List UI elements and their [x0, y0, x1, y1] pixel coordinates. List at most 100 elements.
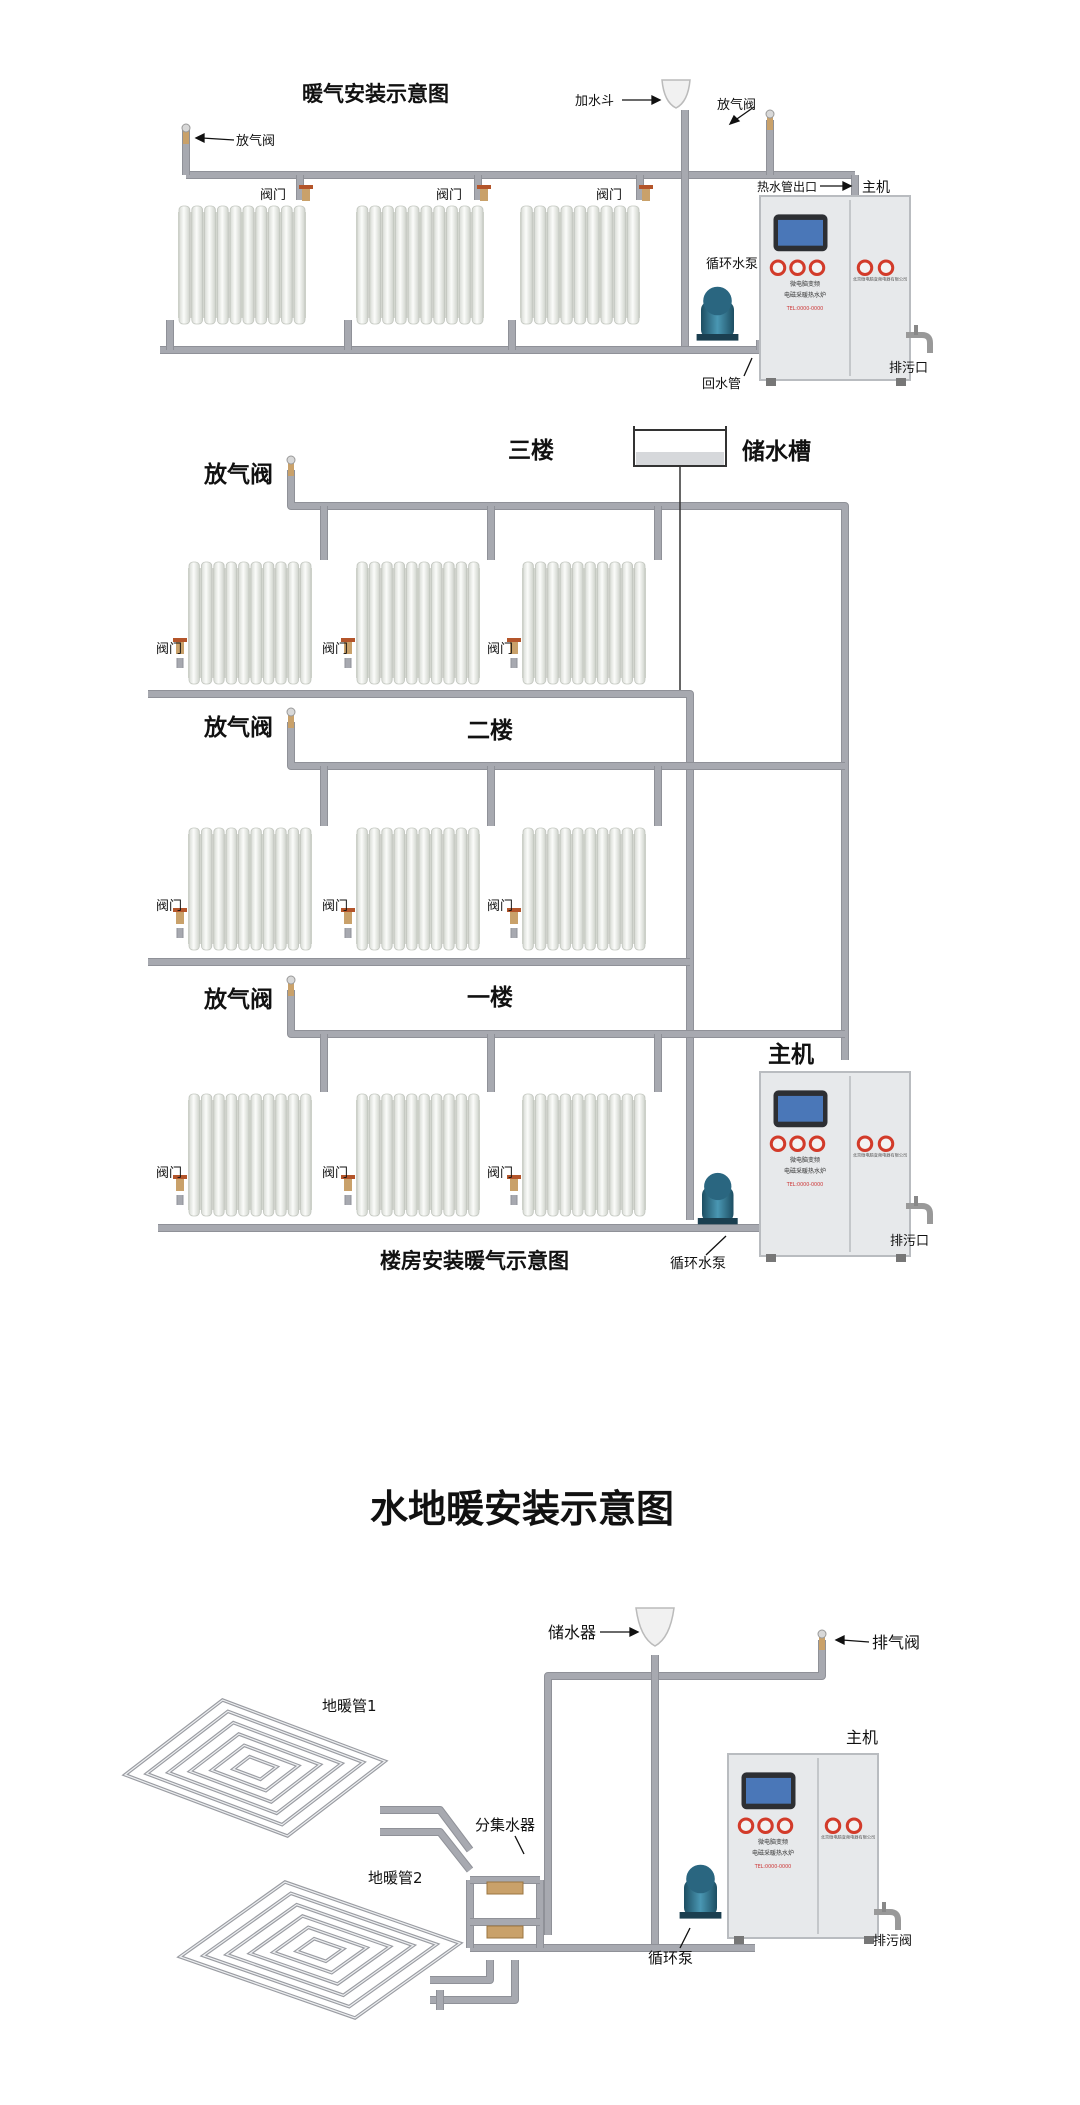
valve-handle	[299, 185, 313, 189]
boiler-name-line2: 电磁采暖热水炉	[784, 291, 826, 299]
faucet-handle	[882, 1902, 886, 1912]
d3-pipe-network	[380, 1607, 827, 2010]
valve-body	[480, 189, 488, 201]
radiator-fin	[584, 1093, 596, 1217]
coil-loop-highlight	[123, 1699, 387, 1837]
d2-valve-label-4: 阀门	[156, 899, 182, 914]
pipe-core	[430, 1960, 493, 1983]
valve-handle	[341, 1175, 355, 1179]
d3-floor-heating-coils	[121, 1698, 464, 2020]
radiator-fin	[443, 561, 455, 685]
d3-floor-pipe-1-label: 地暖管1	[322, 1697, 377, 1715]
air-vent-icon	[765, 109, 775, 130]
boiler-gauge	[789, 259, 806, 277]
water-funnel-icon	[661, 79, 691, 109]
air-vent-icon	[817, 1629, 827, 1650]
radiator-fin	[280, 205, 293, 325]
boiler-foot	[864, 1936, 874, 1944]
radiator-fin	[547, 1093, 559, 1217]
vent-cap	[286, 975, 296, 985]
radiator-fin	[573, 205, 587, 325]
d1-drain-label: 排污口	[889, 361, 928, 376]
boiler-gauge	[789, 1135, 806, 1153]
radiator-fin	[559, 827, 572, 951]
pump-head	[703, 286, 732, 316]
radiator-fin	[520, 205, 533, 325]
radiator-fin	[443, 827, 455, 951]
d1-radiators	[178, 205, 640, 325]
d2-valve-label-9: 阀门	[487, 1166, 513, 1181]
radiator-fin	[430, 827, 443, 951]
radiator	[178, 205, 306, 325]
boiler-gauge	[877, 259, 895, 277]
d2-valve-label-6: 阀门	[487, 899, 513, 914]
radiator-fin	[572, 827, 584, 951]
d2-vent-3-label: 放气阀	[203, 461, 273, 488]
valve-icon	[639, 185, 653, 201]
valve-handle	[639, 185, 653, 189]
coil-loop-highlight	[145, 1710, 365, 1826]
boiler-gauge	[808, 1135, 826, 1153]
pipe-core	[148, 691, 693, 1220]
pipe-core	[288, 470, 848, 1060]
valve-body	[510, 912, 518, 924]
radiator-fin	[225, 1093, 237, 1217]
valve-icon	[507, 1175, 521, 1191]
radiator-fin	[407, 205, 420, 325]
d2-floor-2-label: 二楼	[467, 718, 513, 744]
d1-vent-right-label: 放气阀	[717, 97, 756, 113]
radiator-fin	[356, 561, 368, 685]
radiator-fin	[547, 561, 559, 685]
faucet-pipe	[874, 1909, 901, 1930]
drain-faucet-icon	[874, 1902, 901, 1930]
radiator	[522, 561, 646, 685]
d1-valve-label-1: 阀门	[260, 188, 286, 203]
radiator-fin	[255, 205, 268, 325]
radiator-fin	[627, 205, 640, 325]
radiator-fin	[262, 561, 275, 685]
radiator	[356, 827, 480, 951]
valve-body	[302, 189, 310, 201]
d3-floor-pipe-2-label: 地暖管2	[368, 1869, 423, 1887]
radiator-fin	[418, 561, 430, 685]
boiler-brand: 北京微电脑变频电器有限公司	[853, 1152, 907, 1159]
radiator-fin	[418, 827, 430, 951]
vent-body	[288, 462, 294, 476]
faucet-handle	[914, 1196, 918, 1206]
vent-cap	[765, 109, 775, 119]
radiator-fin	[287, 827, 300, 951]
radiator-fin	[188, 1093, 200, 1217]
pipe	[287, 722, 845, 770]
radiator	[188, 827, 312, 951]
d2-pipe-network	[148, 455, 849, 1232]
radiator-fin	[393, 561, 406, 685]
pump-icon	[697, 1172, 738, 1225]
pipe-core	[545, 1640, 825, 1935]
vent-body	[288, 982, 294, 996]
d1-pipe-network	[160, 79, 859, 354]
valve-handle	[477, 185, 491, 189]
vent-cap	[181, 123, 191, 133]
radiator-fin	[229, 205, 242, 325]
radiator-fin	[287, 561, 300, 685]
coil-loop	[186, 1732, 324, 1804]
d3-manifold-label: 分集水器	[475, 1816, 535, 1834]
boiler-gauge	[824, 1817, 842, 1835]
valve-handle	[341, 638, 355, 642]
radiator-fin	[572, 561, 584, 685]
valve-icon	[173, 638, 187, 654]
radiator	[188, 561, 312, 685]
radiator-fin	[250, 561, 262, 685]
radiator-fin	[609, 1093, 621, 1217]
boiler-gauge	[769, 259, 787, 277]
radiator-fin	[242, 205, 255, 325]
valve-icon	[507, 908, 521, 924]
radiator-fin	[178, 205, 191, 325]
air-vent-icon	[286, 707, 296, 728]
radiator-fin	[213, 827, 225, 951]
radiator-fin	[368, 561, 381, 685]
